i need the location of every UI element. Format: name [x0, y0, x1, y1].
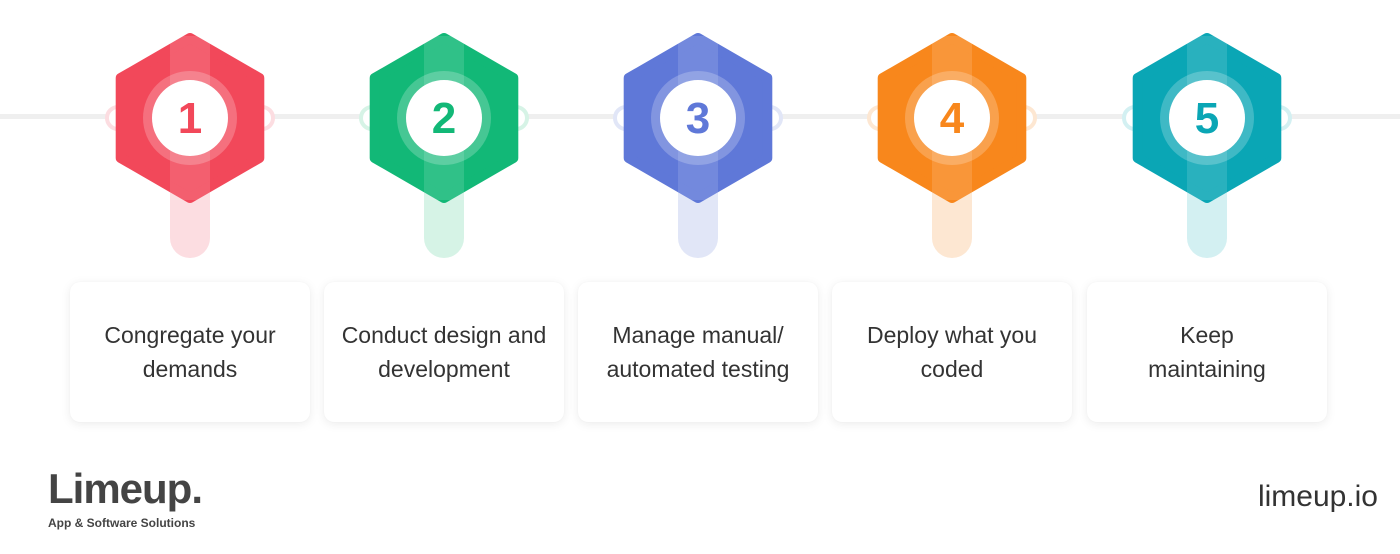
brand-logo: Limeup. — [48, 465, 203, 512]
brand-block: Limeup. App & Software Solutions — [48, 465, 203, 531]
step-node: 4 — [867, 33, 1037, 258]
inner-circle — [152, 80, 228, 156]
step-description: Manage manual/ automated testing — [606, 322, 790, 382]
step-description: Congregate your demands — [104, 322, 276, 382]
step-node: 1 — [105, 33, 275, 258]
step-number: 3 — [686, 94, 710, 143]
step-node: 2 — [359, 33, 529, 258]
step-number: 1 — [178, 94, 202, 143]
site-url: limeup.io — [1257, 480, 1378, 513]
step-number: 5 — [1195, 94, 1219, 143]
step-number: 2 — [432, 94, 456, 143]
step-card: Conduct design and development — [324, 282, 564, 422]
step-description: Keep maintaining — [1148, 322, 1266, 382]
step-description: Deploy what you coded — [866, 322, 1038, 382]
step-description: Conduct design and development — [341, 322, 547, 382]
inner-circle — [406, 80, 482, 156]
inner-circle — [914, 80, 990, 156]
step-card: Keep maintaining — [1087, 282, 1327, 422]
step-number: 4 — [940, 94, 965, 143]
step-node: 5 — [1122, 33, 1292, 258]
inner-circle — [660, 80, 736, 156]
step-node: 3 — [613, 33, 783, 258]
brand-tagline: App & Software Solutions — [48, 516, 196, 530]
step-card: Deploy what you coded — [832, 282, 1072, 422]
step-card: Congregate your demands — [70, 282, 310, 422]
inner-circle — [1169, 80, 1245, 156]
step-card: Manage manual/ automated testing — [578, 282, 818, 422]
